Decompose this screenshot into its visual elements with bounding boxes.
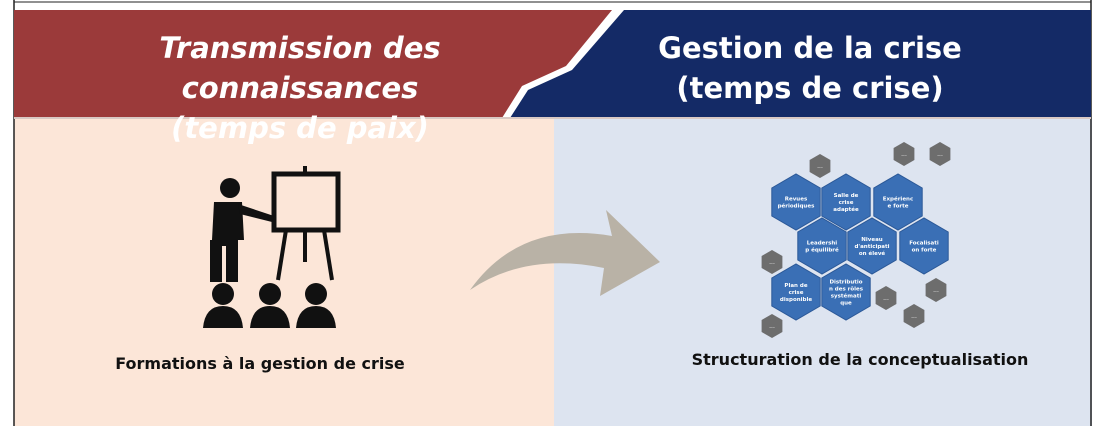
concept-hexagon-cluster: ........................ Revuespériodique… (761, 142, 951, 338)
small-hexagon: ... (875, 286, 897, 310)
concept-hexagon-label: Salle de (834, 193, 859, 199)
left-banner (14, 10, 612, 118)
small-hexagon-shape (929, 142, 951, 166)
left-title-line2: (temps de paix) (171, 111, 429, 145)
concept-hexagon-label: Expérienc (883, 196, 913, 203)
concept-hexagon-shape (771, 173, 821, 231)
small-hexagon: ... (903, 304, 925, 328)
small-hexagon-label: ... (883, 295, 889, 302)
left-banner-title: Transmission des connaissances (temps de… (40, 28, 560, 148)
right-title-line2: (temps de crise) (676, 71, 944, 105)
small-hexagon: ... (893, 142, 915, 166)
concept-hexagon-label: Leadershi (807, 241, 838, 247)
concept-hexagon-label: Distributio (829, 280, 862, 286)
small-hexagon-shape (903, 304, 925, 328)
right-banner-title: Gestion de la crise (temps de crise) (600, 28, 1020, 108)
concept-hexagon-shape (873, 173, 923, 231)
left-panel (14, 118, 554, 426)
small-hexagon-label: ... (933, 287, 939, 294)
concept-hexagon-label: on forte (912, 248, 937, 254)
small-hexagon-label: ... (769, 259, 775, 266)
right-title-line1: Gestion de la crise (658, 31, 962, 65)
transition-arrow (470, 210, 660, 296)
small-hexagon-shape (893, 142, 915, 166)
concept-hexagon-shape (797, 217, 847, 275)
small-hexagon: ... (925, 278, 947, 302)
small-hexagon-label: ... (817, 163, 823, 170)
concept-hexagon-label: crise (839, 200, 854, 206)
small-hexagon-label: ... (937, 151, 943, 158)
concept-hexagon-shape (771, 263, 821, 321)
concept-hexagon-label: p équilibré (805, 247, 839, 254)
concept-hexagon-label: périodiques (778, 203, 815, 210)
small-hexagon-label: ... (901, 151, 907, 158)
concept-hexagon-label: on élevé (859, 250, 886, 257)
concept-hexagon-label: Focalisati (909, 241, 939, 247)
concept-hexagon-label: crise (789, 290, 804, 296)
small-hexagon-shape (925, 278, 947, 302)
concept-hexagon-shape (821, 173, 871, 231)
small-hexagon-label: ... (769, 323, 775, 330)
concept-hexagon-label: adaptée (833, 206, 859, 213)
concept-hexagon-label: que (840, 301, 852, 307)
right-caption: Structuration de la conceptualisation (691, 350, 1029, 369)
small-hexagon-shape (875, 286, 897, 310)
small-hexagon-shape (809, 154, 831, 178)
presenter-icon (203, 166, 341, 328)
small-hexagon-label: ... (911, 313, 917, 320)
concept-hexagon-label: d'anticipati (854, 244, 889, 250)
small-hexagon: ... (929, 142, 951, 166)
concept-hexagon-shape (899, 217, 949, 275)
small-hexagon: ... (761, 314, 783, 338)
concept-hexagon-label: Niveau (861, 237, 883, 243)
concept-hexagon-label: n des rôles (829, 286, 864, 293)
left-caption: Formations à la gestion de crise (115, 354, 405, 373)
small-hexagon: ... (761, 250, 783, 274)
small-hexagon: ... (809, 154, 831, 178)
concept-hexagon-label: disponible (780, 297, 812, 303)
concept-hexagon-label: e forte (888, 204, 909, 210)
right-banner (510, 10, 1091, 118)
concept-hexagon-label: Plan de (784, 283, 807, 289)
concept-hexagon-shape (821, 263, 871, 321)
small-hexagon-shape (761, 250, 783, 274)
small-hexagon-shape (761, 314, 783, 338)
concept-hexagon-label: systémati (831, 293, 862, 300)
concept-hexagon-shape (847, 217, 897, 275)
concept-hexagon-label: Revues (785, 197, 808, 203)
left-title-line1: Transmission des connaissances (159, 31, 441, 105)
